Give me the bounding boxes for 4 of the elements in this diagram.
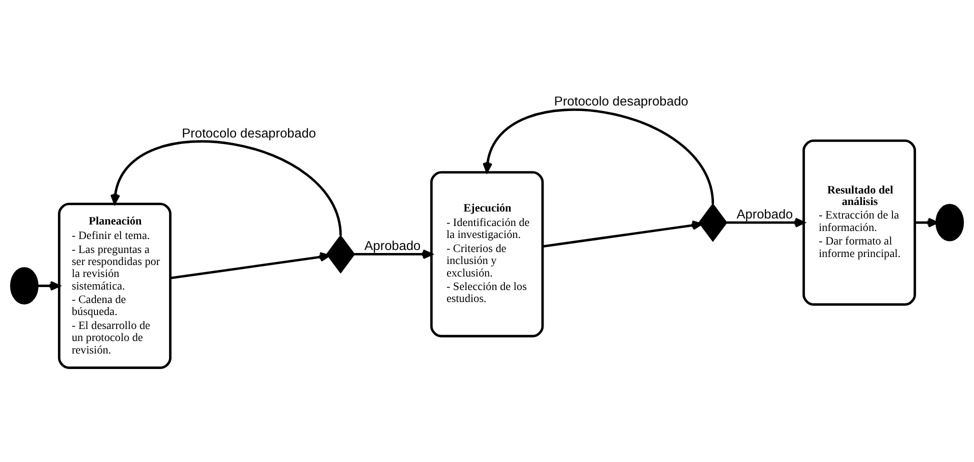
- edge-label: Aprobado: [364, 237, 421, 252]
- edge-label: Aprobado: [736, 206, 793, 221]
- edge-label: Protocolo desaprobado: [182, 124, 316, 140]
- edge-label: Protocolo desaprobado: [554, 93, 688, 108]
